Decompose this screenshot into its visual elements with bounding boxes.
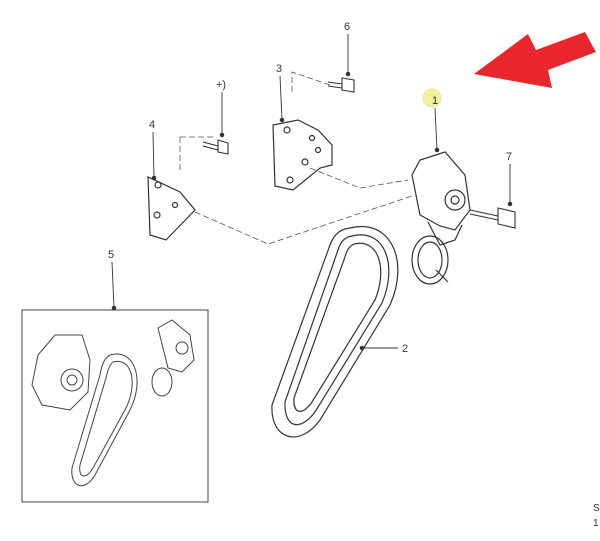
inset-view-5: [21, 309, 209, 503]
highlight-marker: [422, 88, 442, 108]
corner-text-2: 1: [593, 518, 599, 529]
assembly-dash-lines: [179, 71, 413, 245]
callout-4: 4: [149, 119, 155, 131]
red-arrow-icon: [474, 32, 596, 88]
bolt-7: [469, 207, 516, 229]
callout-plus: +): [216, 79, 226, 91]
bracket-3: [272, 119, 333, 191]
bolt-plus: [202, 139, 229, 155]
bracket-4: [147, 176, 196, 241]
callout-6: 6: [344, 21, 350, 33]
drive-belt: [271, 225, 399, 438]
callout-1: 1: [432, 95, 438, 107]
bolt-6: [327, 77, 355, 93]
leader-lines: [111, 34, 513, 351]
callout-5: 5: [108, 249, 114, 261]
callout-2: 2: [402, 343, 408, 355]
callout-7: 7: [506, 151, 512, 163]
callout-3: 3: [276, 63, 282, 75]
corner-text-1: S: [593, 503, 600, 514]
tensioner-assembly: [411, 151, 471, 285]
